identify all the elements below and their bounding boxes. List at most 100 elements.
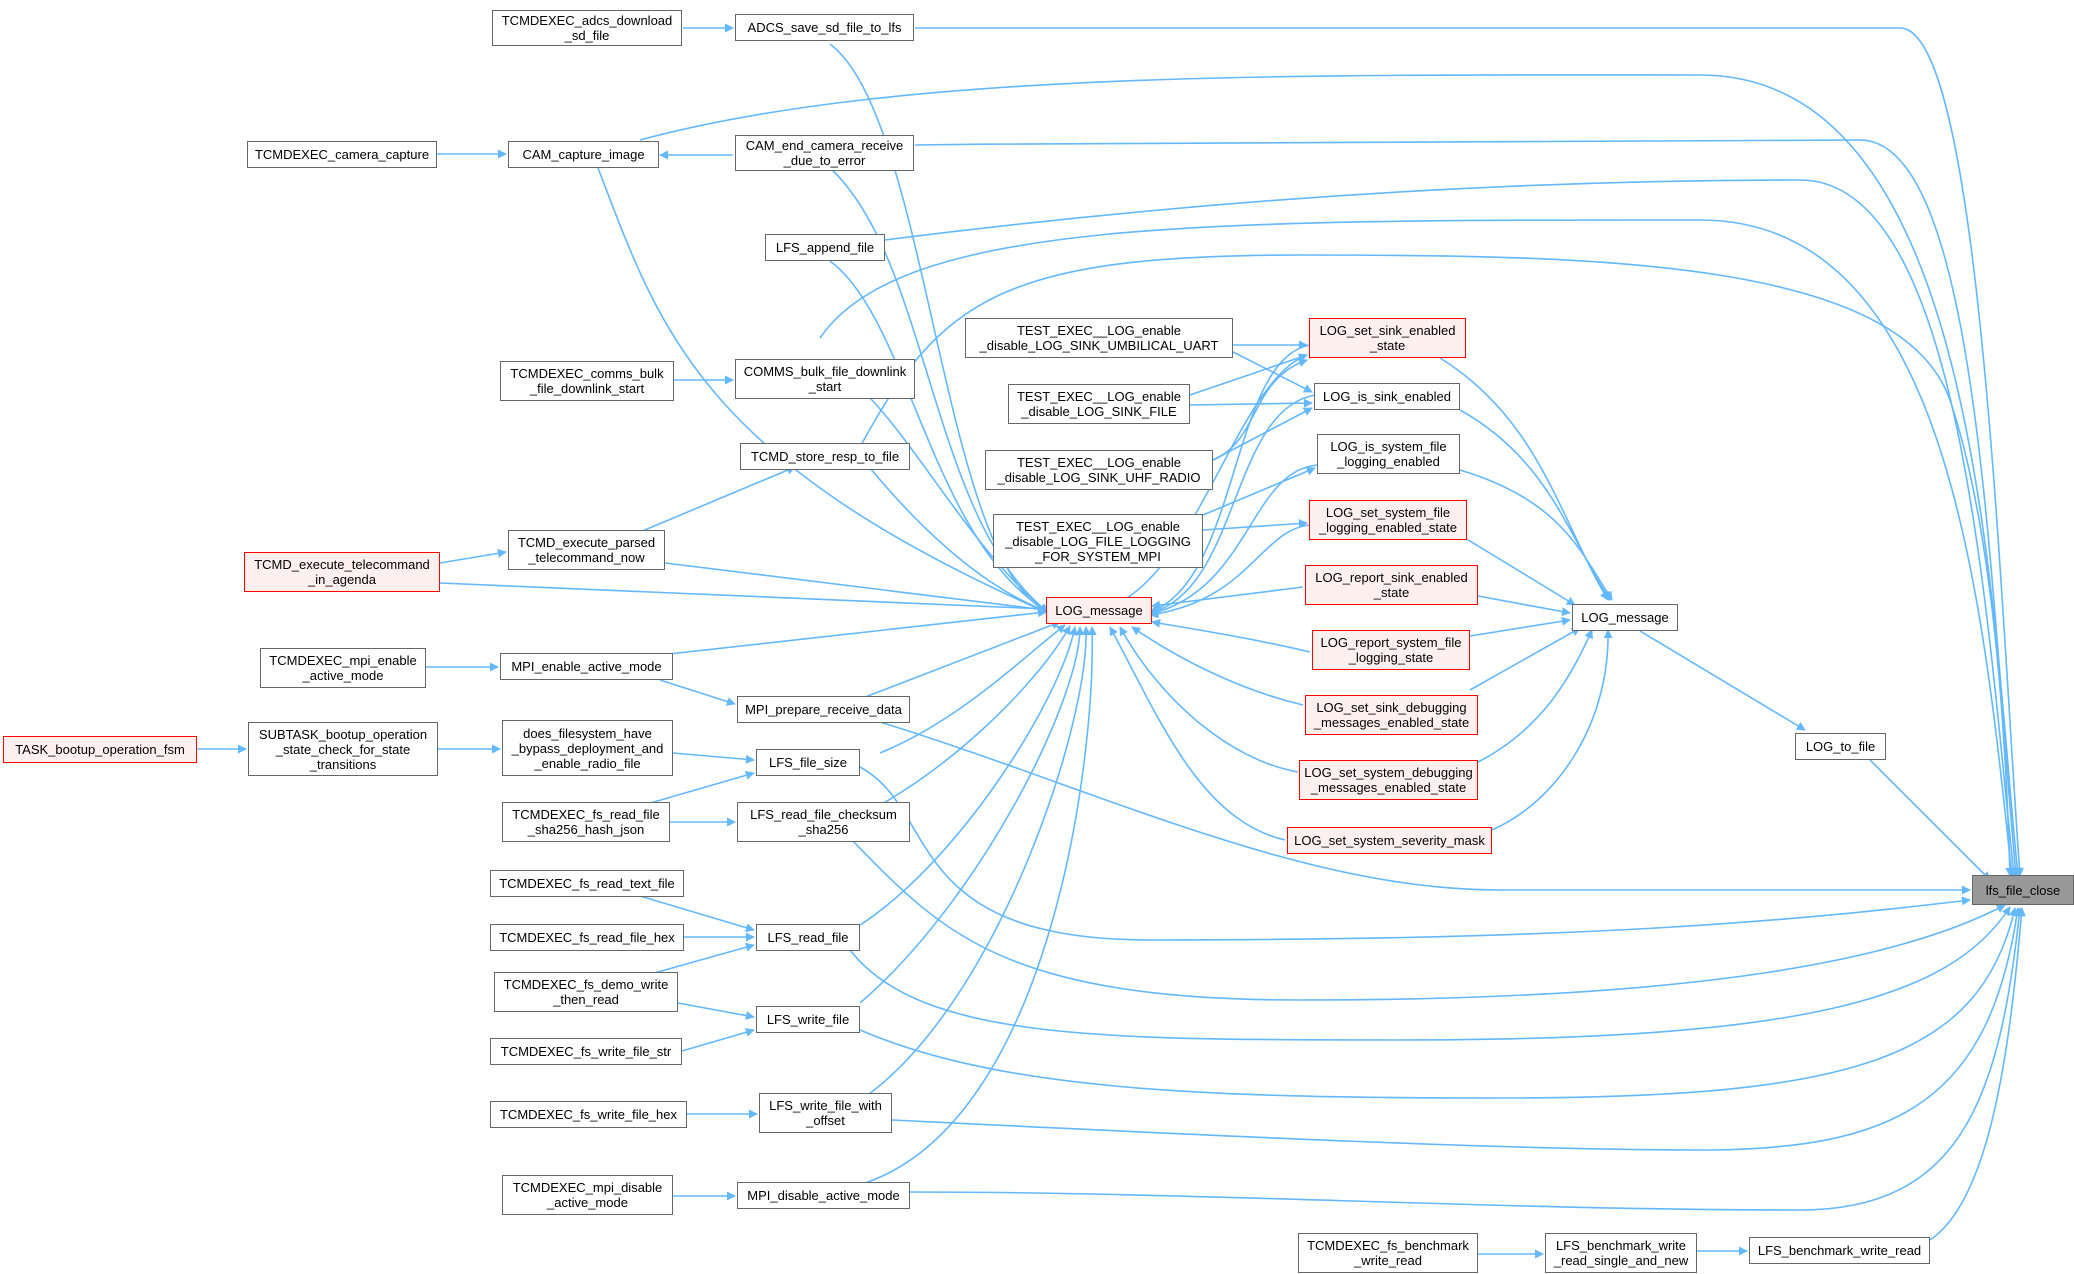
node-label: LOG_set_sink_debugging _messages_enabled… (1313, 700, 1470, 730)
node-label: TCMD_store_resp_to_file (750, 449, 900, 464)
node-tcmd-execute-agenda[interactable]: TCMD_execute_telecommand _in_agenda (244, 552, 440, 592)
node-lfs-write-offset[interactable]: LFS_write_file_with _offset (759, 1093, 892, 1133)
node-tcmd-execute-parsed[interactable]: TCMD_execute_parsed _telecommand_now (508, 530, 665, 570)
edge-size-to-close (859, 766, 1971, 941)
node-label: LOG_set_system_file _logging_enabled_sta… (1318, 505, 1458, 535)
node-log-is-sink-enabled[interactable]: LOG_is_sink_enabled (1314, 383, 1460, 410)
node-label: TCMD_execute_telecommand _in_agenda (254, 557, 430, 587)
node-test-uhf[interactable]: TEST_EXEC__LOG_enable _disable_LOG_SINK_… (985, 450, 1213, 490)
node-mpi-disable[interactable]: MPI_disable_active_mode (737, 1182, 910, 1209)
node-cam-end-receive[interactable]: CAM_end_camera_receive _due_to_error (735, 135, 914, 171)
node-lfs-file-size[interactable]: LFS_file_size (756, 749, 860, 776)
edge-test-file-to-set-sink (1189, 353, 1308, 396)
node-label: LOG_message (1581, 610, 1669, 625)
node-label: LOG_is_system_file _logging_enabled (1330, 439, 1447, 469)
node-label: LFS_benchmark_write_read (1757, 1243, 1922, 1258)
edge-adcs-save-to-close (915, 27, 2024, 877)
edge-log-report-sink-to-log (1151, 586, 1304, 610)
edge-log-is-sys-to-log (1149, 464, 1319, 617)
node-lfs-bench-single[interactable]: LFS_benchmark_write _read_single_and_new (1545, 1233, 1697, 1273)
node-tcm-fs-write-hex[interactable]: TCMDEXEC_fs_write_file_hex (490, 1101, 687, 1128)
node-label: LFS_write_file (766, 1012, 850, 1027)
node-tcm-fs-read-hex[interactable]: TCMDEXEC_fs_read_file_hex (490, 924, 684, 951)
edge-sha-tcm-to-size (639, 770, 755, 807)
node-label: TEST_EXEC__LOG_enable _disable_LOG_SINK_… (979, 323, 1219, 353)
node-label: TCMDEXEC_fs_read_file _sha256_hash_json (512, 807, 660, 837)
edge-test-mpi-to-set-sys (1202, 519, 1308, 531)
node-lfs-append-file[interactable]: LFS_append_file (765, 234, 885, 261)
node-mpi-prepare[interactable]: MPI_prepare_receive_data (737, 696, 910, 723)
edge-offset-to-log (864, 626, 1091, 1098)
edge-parsed-to-log (664, 562, 1047, 614)
node-test-file[interactable]: TEST_EXEC__LOG_enable _disable_LOG_SINK_… (1008, 384, 1190, 424)
node-label: TEST_EXEC__LOG_enable _disable_LOG_FILE_… (1005, 518, 1191, 564)
node-cam-capture-image[interactable]: CAM_capture_image (508, 141, 659, 168)
node-log-report-system[interactable]: LOG_report_system_file _logging_state (1312, 630, 1470, 670)
node-mpi-enable[interactable]: MPI_enable_active_mode (500, 653, 673, 680)
node-log-set-sink-enabled[interactable]: LOG_set_sink_enabled _state (1309, 318, 1466, 358)
node-label: TCMDEXEC_fs_write_file_hex (499, 1107, 677, 1122)
node-label: SUBTASK_bootup_operation _state_check_fo… (258, 726, 428, 772)
node-label: TCMDEXEC_mpi_disable _active_mode (512, 1180, 663, 1210)
node-tcm-fs-demo[interactable]: TCMDEXEC_fs_demo_write _then_read (494, 972, 678, 1012)
node-label: COMMS_bulk_file_downlink _start (743, 364, 907, 394)
edge-mpi-disable-to-close (909, 907, 2024, 1211)
node-adcs-save[interactable]: ADCS_save_sd_file_to_lfs (735, 14, 914, 41)
node-lfs-write-file[interactable]: LFS_write_file (756, 1006, 860, 1033)
node-lfs-bench[interactable]: LFS_benchmark_write_read (1749, 1237, 1930, 1264)
node-log-set-system-debugging[interactable]: LOG_set_system_debugging _messages_enabl… (1299, 760, 1478, 800)
edge-write-str-to-write (681, 1027, 755, 1052)
edge-report-sys-to-outer-log (1469, 616, 1571, 637)
node-tcm-fs-read-text[interactable]: TCMDEXEC_fs_read_text_file (490, 870, 684, 897)
node-subtask-bootup[interactable]: SUBTASK_bootup_operation _state_check_fo… (248, 722, 438, 776)
node-tcmd-store-resp[interactable]: TCMD_store_resp_to_file (740, 443, 910, 470)
node-label: LFS_benchmark_write _read_single_and_new (1553, 1238, 1689, 1268)
edge-test-uhf-to-set-sink (1212, 358, 1308, 461)
edge-demo-to-write (677, 1002, 755, 1020)
node-label: TCMDEXEC_fs_demo_write _then_read (503, 977, 669, 1007)
node-log-to-file[interactable]: LOG_to_file (1795, 733, 1886, 760)
edge-store-to-close (859, 254, 2015, 877)
node-log-set-severity-mask[interactable]: LOG_set_system_severity_mask (1287, 827, 1492, 854)
node-log-is-system-file[interactable]: LOG_is_system_file _logging_enabled (1317, 434, 1460, 474)
node-test-mpi[interactable]: TEST_EXEC__LOG_enable _disable_LOG_FILE_… (993, 514, 1203, 568)
node-tcm-fs-benchmark[interactable]: TCMDEXEC_fs_benchmark _write_read (1298, 1233, 1478, 1273)
node-does-filesystem[interactable]: does_filesystem_have _bypass_deployment_… (502, 720, 673, 776)
node-tcm-camera-capture[interactable]: TCMDEXEC_camera_capture (247, 141, 437, 168)
edge-checksum-to-log (879, 625, 1071, 806)
edge-outer-log-to-log-to-file (1639, 630, 1806, 731)
edge-demo-to-read (639, 942, 755, 978)
edge-test-uhf-to-is-sink (1212, 407, 1313, 461)
node-lfs-file-close[interactable]: lfs_file_close (1972, 875, 2074, 905)
node-tcm-fs-sha256[interactable]: TCMDEXEC_fs_read_file _sha256_hash_json (502, 802, 670, 842)
node-comms-bulk[interactable]: COMMS_bulk_file_downlink _start (735, 359, 915, 399)
edge-set-sys-dbg-to-outer (1477, 629, 1593, 763)
edge-log-set-sink-to-log (1149, 344, 1311, 614)
edge-parsed-to-store (639, 465, 796, 533)
node-log-report-sink[interactable]: LOG_report_sink_enabled _state (1305, 565, 1478, 605)
node-test-uart[interactable]: TEST_EXEC__LOG_enable _disable_LOG_SINK_… (965, 318, 1233, 358)
node-label: MPI_prepare_receive_data (745, 702, 902, 717)
node-label: LOG_to_file (1805, 739, 1876, 754)
node-tcm-adcs-download[interactable]: TCMDEXEC_adcs_download _sd_file (492, 10, 682, 46)
node-label: ADCS_save_sd_file_to_lfs (747, 20, 902, 35)
node-tcm-mpi-disable[interactable]: TCMDEXEC_mpi_disable _active_mode (502, 1175, 673, 1215)
node-lfs-checksum[interactable]: LFS_read_file_checksum _sha256 (737, 802, 910, 842)
node-tcm-mpi-enable[interactable]: TCMDEXEC_mpi_enable _active_mode (260, 648, 426, 688)
node-task-bootup[interactable]: TASK_bootup_operation_fsm (3, 736, 197, 763)
node-log-message-outer[interactable]: LOG_message (1572, 604, 1678, 631)
node-log-set-system-file[interactable]: LOG_set_system_file _logging_enabled_sta… (1309, 500, 1467, 540)
edge-append-to-close (884, 179, 2018, 877)
edge-read-to-close (849, 906, 2011, 1041)
node-label: CAM_capture_image (522, 147, 645, 162)
node-tcm-fs-write-str[interactable]: TCMDEXEC_fs_write_file_str (490, 1038, 682, 1065)
node-lfs-read-file[interactable]: LFS_read_file (756, 924, 860, 951)
node-label: MPI_disable_active_mode (747, 1188, 900, 1203)
node-label: TCMDEXEC_fs_benchmark _write_read (1307, 1238, 1469, 1268)
edge-test-uart-to-is-sink (1232, 351, 1313, 393)
edge-mpi-enable-to-prepare (659, 679, 736, 706)
node-tcm-comms-bulk[interactable]: TCMDEXEC_comms_bulk _file_downlink_start (500, 361, 674, 401)
edge-set-sink-to-outer-log (1439, 357, 1609, 601)
node-log-set-sink-debugging[interactable]: LOG_set_sink_debugging _messages_enabled… (1305, 695, 1478, 735)
node-log-message-inner[interactable]: LOG_message (1046, 597, 1152, 624)
